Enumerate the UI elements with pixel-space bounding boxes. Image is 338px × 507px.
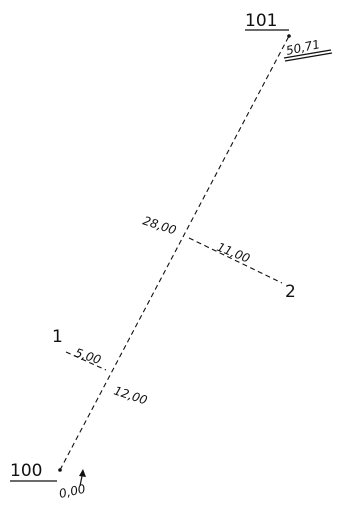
start-marker bbox=[58, 468, 62, 472]
end-double-line-b bbox=[284, 52, 333, 62]
offset-left: 5,00 bbox=[73, 346, 103, 368]
chainage-start: 0,00 bbox=[58, 482, 87, 501]
chainage-left: 12,00 bbox=[112, 384, 149, 408]
offset-line-2 bbox=[188, 237, 283, 284]
point-label-start: 100 bbox=[10, 461, 42, 481]
direction-arrow-head bbox=[79, 469, 86, 477]
end-double-line-a bbox=[283, 49, 332, 59]
point-label-1: 1 bbox=[52, 327, 63, 347]
offset-right: 11,00 bbox=[215, 240, 252, 266]
point-label-2: 2 bbox=[285, 282, 296, 302]
point-label-end: 101 bbox=[245, 11, 277, 31]
offset-line-1 bbox=[65, 351, 107, 371]
chainage-right: 28,00 bbox=[141, 214, 178, 238]
chainage-end: 50,71 bbox=[285, 37, 322, 58]
baseline bbox=[59, 35, 290, 471]
end-marker bbox=[287, 34, 291, 38]
